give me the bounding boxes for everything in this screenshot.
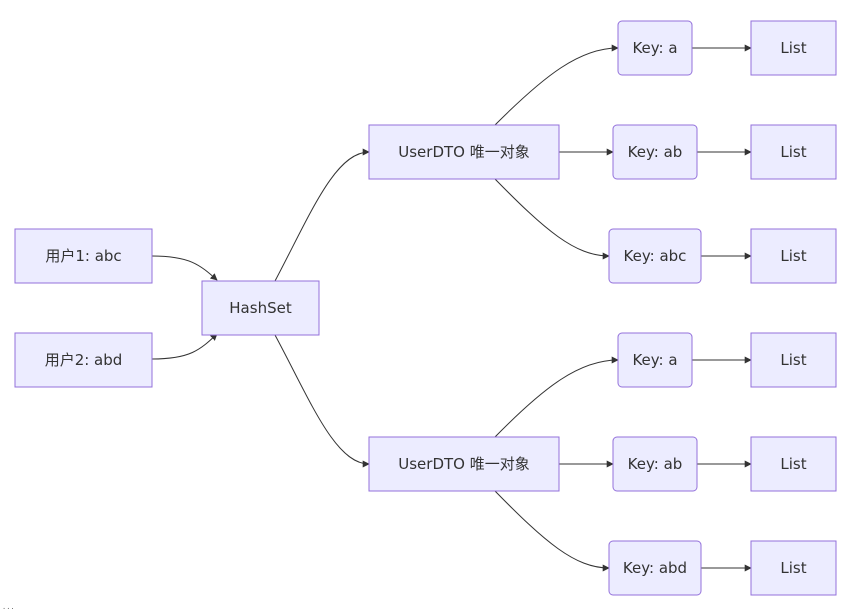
edge-dto-bottom-key-a xyxy=(494,356,619,438)
node-list-6: List xyxy=(750,540,837,596)
node-list-3-label: List xyxy=(780,247,806,265)
node-key-abc-label: Key: abc xyxy=(624,247,687,265)
node-key-a-bottom-label: Key: a xyxy=(632,351,677,369)
node-user1: 用户1: abc xyxy=(14,228,153,284)
node-key-abd-label: Key: abd xyxy=(623,559,687,577)
node-key-abd: Key: abd xyxy=(608,540,702,596)
node-dto-bottom-label: UserDTO 唯一对象 xyxy=(398,455,529,473)
edge-hashset-dto-top xyxy=(274,148,370,282)
node-list-3: List xyxy=(750,228,837,284)
node-list-2: List xyxy=(750,124,837,180)
node-list-1: List xyxy=(750,20,837,76)
edges xyxy=(151,44,752,572)
node-hashset: HashSet xyxy=(201,280,320,336)
node-list-5: List xyxy=(750,436,837,492)
node-dto-bottom: UserDTO 唯一对象 xyxy=(368,436,560,492)
edge-dto-bottom-key-abd xyxy=(494,490,610,572)
node-hashset-label: HashSet xyxy=(229,299,292,317)
node-key-ab-top: Key: ab xyxy=(612,124,698,180)
node-list-1-label: List xyxy=(780,39,806,57)
node-dto-top-label: UserDTO 唯一对象 xyxy=(398,143,529,161)
node-key-ab-bottom: Key: ab xyxy=(612,436,698,492)
node-key-ab-bottom-label: Key: ab xyxy=(628,455,683,473)
edge-user1-hashset xyxy=(151,255,218,281)
node-user1-label: 用户1: abc xyxy=(45,247,121,265)
node-dto-top: UserDTO 唯一对象 xyxy=(368,124,560,180)
node-list-2-label: List xyxy=(780,143,806,161)
edge-dto-top-key-a xyxy=(494,44,619,126)
node-key-ab-top-label: Key: ab xyxy=(628,143,683,161)
node-list-6-label: List xyxy=(780,559,806,577)
node-key-a-top: Key: a xyxy=(617,20,693,76)
edge-hashset-dto-bottom xyxy=(274,334,370,468)
node-user2: 用户2: abd xyxy=(14,332,153,388)
footer-text: ... xyxy=(2,603,15,611)
edge-dto-top-key-abc xyxy=(494,178,610,260)
node-list-4-label: List xyxy=(780,351,806,369)
node-key-a-bottom: Key: a xyxy=(617,332,693,388)
node-user2-label: 用户2: abd xyxy=(45,351,123,369)
node-key-a-top-label: Key: a xyxy=(632,39,677,57)
node-key-abc: Key: abc xyxy=(608,228,702,284)
node-list-5-label: List xyxy=(780,455,806,473)
node-list-4: List xyxy=(750,332,837,388)
edge-user2-hashset xyxy=(151,333,218,360)
